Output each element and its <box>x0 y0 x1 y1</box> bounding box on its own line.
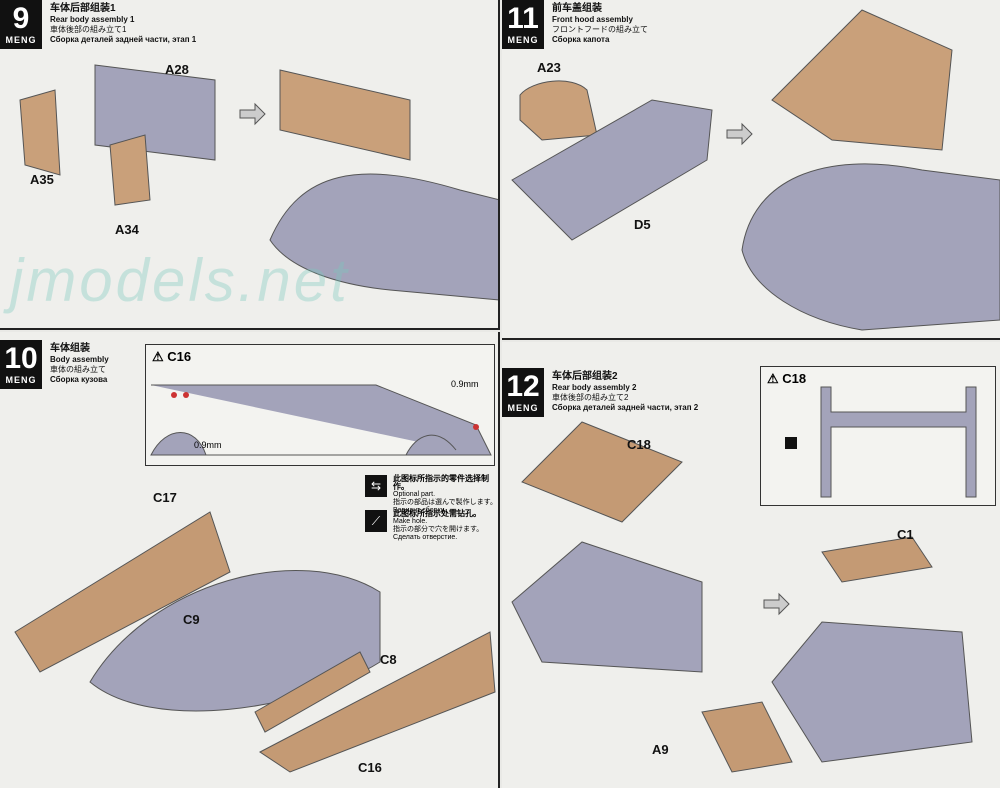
part-label: A35 <box>30 172 54 187</box>
title-en: Rear body assembly 2 <box>552 383 637 392</box>
step-number: 12 <box>506 370 540 403</box>
title-ru: Сборка кузова <box>50 375 108 384</box>
callout-part: C16 <box>167 349 192 364</box>
meng-logo: MENG <box>5 35 37 45</box>
note-ja: 指示の部品は選んで製作します。 <box>393 499 497 506</box>
note-ru: Вариант сборки. <box>393 507 447 514</box>
meng-logo: MENG <box>5 375 37 385</box>
note-ru: Сделать отверстие. <box>393 534 458 541</box>
warning-icon: ⚠ <box>152 349 168 364</box>
step-12-illustration <box>511 421 973 773</box>
title-ja: 車体後部の組み立て1 <box>50 25 127 34</box>
note-zh: 此图标所指示处需钻孔。 <box>393 509 481 518</box>
optional-part-note: ⇆ 此图标所指示的零件选择制作。Optional part.指示の部品は選んで製… <box>365 475 498 515</box>
title-zh: 车体后部组装1 <box>50 3 116 14</box>
note-en: Make hole. <box>393 518 428 525</box>
c16-callout: ⚠ C16 0.9mm 0.9mm <box>145 344 495 466</box>
part-label: C17 <box>153 490 177 505</box>
callout-part: C18 <box>782 371 807 386</box>
step-number: 10 <box>4 342 38 375</box>
title-zh: 车体后部组装2 <box>552 371 618 382</box>
title-en: Body assembly <box>50 355 109 364</box>
drill-size: 0.9mm <box>451 379 479 389</box>
part-label: C9 <box>183 612 200 627</box>
step-11-illustration <box>511 9 1000 331</box>
part-label: A34 <box>115 222 139 237</box>
part-label: C18 <box>627 437 651 452</box>
step-number: 11 <box>507 2 539 35</box>
note-en: Optional part. <box>393 491 436 498</box>
swap-arrows-icon: ⇆ <box>365 475 387 497</box>
title-ru: Сборка деталей задней части, этап 1 <box>50 35 197 44</box>
part-label: C8 <box>380 652 397 667</box>
title-en: Rear body assembly 1 <box>50 15 135 24</box>
step-9-illustration <box>19 64 498 301</box>
note-zh: 此图标所指示的零件选择制作。 <box>393 474 489 491</box>
drill-size: 0.9mm <box>194 440 222 450</box>
title-ja: フロントフードの組み立て <box>552 25 648 34</box>
title-en: Front hood assembly <box>552 15 633 24</box>
title-ru: Сборка капота <box>552 35 610 44</box>
c18-callout: ⚠ C18 <box>760 366 996 506</box>
part-label: A9 <box>652 742 669 757</box>
make-hole-note: ⟋ 此图标所指示处需钻孔。Make hole.指示の部分で穴を開けます。Сдел… <box>365 510 483 542</box>
title-ja: 車体の組み立て <box>50 365 106 374</box>
part-label: C16 <box>358 760 382 775</box>
meng-logo: MENG <box>507 35 539 45</box>
drill-icon: ⟋ <box>365 510 387 532</box>
title-zh: 前车盖组装 <box>552 3 602 14</box>
step-number: 9 <box>12 2 30 35</box>
meng-logo: MENG <box>507 403 539 413</box>
title-zh: 车体组装 <box>50 343 90 354</box>
part-label: D5 <box>634 217 651 232</box>
part-label: A23 <box>537 60 561 75</box>
part-label: A28 <box>165 62 189 77</box>
title-ru: Сборка деталей задней части, этап 2 <box>552 403 699 412</box>
note-ja: 指示の部分で穴を開けます。 <box>393 526 484 533</box>
warning-icon: ⚠ <box>767 371 783 386</box>
title-ja: 車体後部の組み立て2 <box>552 393 629 402</box>
step-10-illustration <box>14 511 496 773</box>
part-label: C1 <box>897 527 914 542</box>
